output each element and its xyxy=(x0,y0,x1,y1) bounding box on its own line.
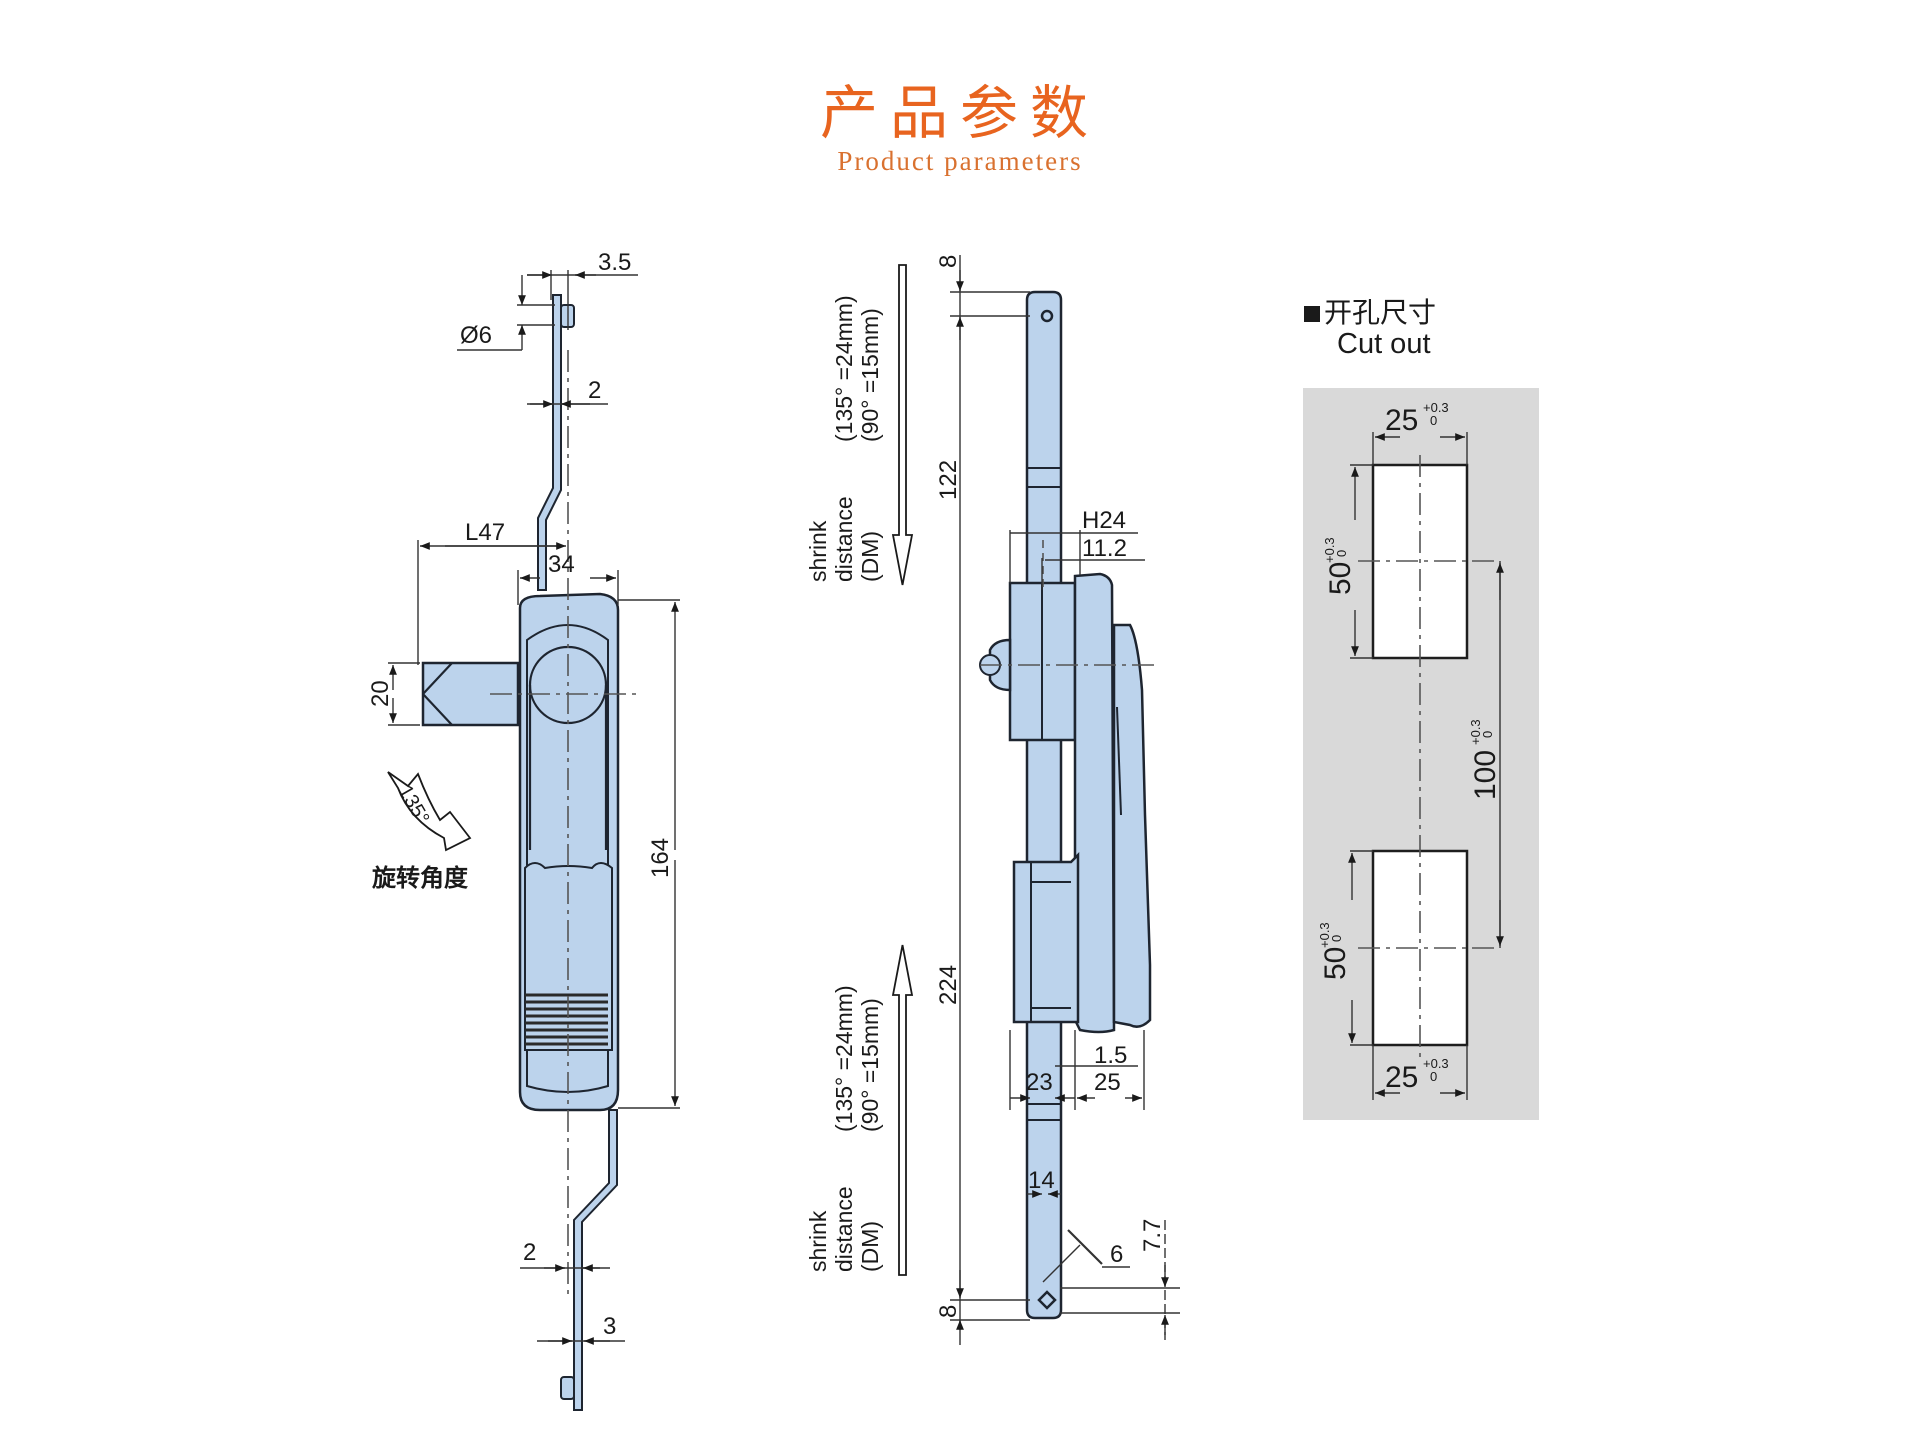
cutout-top-width: 25 xyxy=(1385,404,1418,437)
dim-latch-height: 20 xyxy=(367,680,394,707)
dim-lower-length: 224 xyxy=(935,965,962,1005)
dim-rod-width: 14 xyxy=(1028,1167,1055,1194)
dim-offset: 11.2 xyxy=(1082,535,1127,562)
cutout-bottom-height: 50 xyxy=(1319,947,1352,980)
svg-text:0: 0 xyxy=(1329,935,1344,942)
dim-rod-depth: 23 xyxy=(1026,1069,1053,1096)
svg-text:0: 0 xyxy=(1430,413,1437,428)
grip-ridges xyxy=(525,993,608,1046)
dim-bottom-margin: 8 xyxy=(935,1305,962,1318)
svg-text:(90° =15mm): (90° =15mm) xyxy=(857,998,883,1132)
dim-upper-length: 122 xyxy=(935,460,962,500)
dim-rod-width-bottom: 3 xyxy=(603,1313,616,1340)
shrink-note-bottom: shrink distance (DM) (135° =24mm) (90° =… xyxy=(805,985,883,1272)
dim-handle-depth: 25 xyxy=(1094,1069,1121,1096)
shrink-arrow-up-icon xyxy=(891,944,914,1276)
page-title-en: Product parameters xyxy=(837,146,1083,176)
dim-pin-diameter: Ø6 xyxy=(460,322,492,349)
cutout-top-height: 50 xyxy=(1324,562,1357,595)
svg-text:shrink: shrink xyxy=(805,1210,831,1272)
svg-text:distance: distance xyxy=(831,1186,857,1272)
shrink-arrow-down-icon xyxy=(891,264,914,586)
svg-text:+0.3: +0.3 xyxy=(1317,922,1332,948)
dim-rod-thickness-bottom: 2 xyxy=(523,1239,536,1266)
square-bullet-icon xyxy=(1304,306,1320,322)
side-view: shrink distance (DM) (135° =24mm) (90° =… xyxy=(805,255,1180,1345)
cutout-title-cn: 开孔尺寸 xyxy=(1324,296,1436,329)
shrink-note-top: shrink distance (DM) (135° =24mm) (90° =… xyxy=(805,295,883,582)
dim-rod-thickness-top: 2 xyxy=(588,377,601,404)
dim-body-width: 34 xyxy=(548,551,575,578)
rotation-caption: 旋转角度 xyxy=(371,864,469,892)
svg-text:+0.3: +0.3 xyxy=(1468,719,1483,745)
dim-pin-offset: 3.5 xyxy=(598,249,631,276)
svg-text:(DM): (DM) xyxy=(857,1221,883,1272)
dim-length: L47 xyxy=(465,519,505,546)
side-handle-body xyxy=(979,572,1152,1034)
svg-text:(135° =24mm): (135° =24mm) xyxy=(831,295,857,442)
handle-body xyxy=(518,592,620,1112)
cutout-spacing: 100 xyxy=(1469,750,1502,800)
svg-text:(DM): (DM) xyxy=(857,531,883,582)
dim-hole-offset: 7.7 xyxy=(1139,1219,1166,1252)
dim-hole-size: 6 xyxy=(1110,1241,1123,1268)
cutout-bottom-width: 25 xyxy=(1385,1061,1418,1094)
dim-gap: 1.5 xyxy=(1094,1042,1127,1069)
svg-text:+0.3: +0.3 xyxy=(1423,1056,1449,1071)
cutout-title-en: Cut out xyxy=(1337,328,1431,360)
dim-body-height: 164 xyxy=(647,838,674,878)
bottom-rod xyxy=(560,1109,618,1411)
svg-text:+0.3: +0.3 xyxy=(1322,537,1337,563)
side-rod xyxy=(1025,290,1063,1320)
front-view: 3.5 Ø6 2 L47 34 20 164 2 3 135° 旋转角度 xyxy=(367,249,680,1411)
svg-text:0: 0 xyxy=(1430,1069,1437,1084)
svg-text:shrink: shrink xyxy=(805,520,831,582)
svg-text:(90° =15mm): (90° =15mm) xyxy=(857,308,883,442)
svg-text:distance: distance xyxy=(831,496,857,582)
svg-text:0: 0 xyxy=(1480,731,1495,738)
dim-top-margin: 8 xyxy=(935,255,962,268)
rotation-arrow-icon: 135° xyxy=(387,771,472,852)
dim-handle-height: H24 xyxy=(1082,507,1126,534)
svg-text:+0.3: +0.3 xyxy=(1423,400,1449,415)
page-title-cn: 产品参数 xyxy=(819,79,1100,147)
svg-text:(135° =24mm): (135° =24mm) xyxy=(831,985,857,1132)
svg-text:0: 0 xyxy=(1334,550,1349,557)
cutout-section: 开孔尺寸 Cut out 25 +0.3 0 50 +0.3 0 100 +0.… xyxy=(1303,296,1539,1120)
